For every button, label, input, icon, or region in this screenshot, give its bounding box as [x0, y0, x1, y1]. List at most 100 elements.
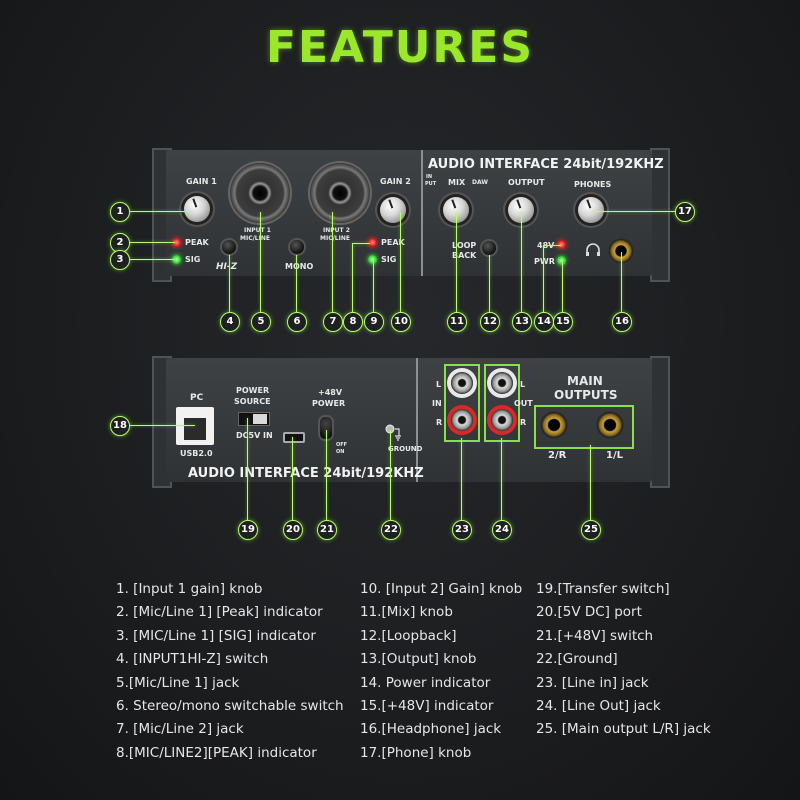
- callout-line-1: [127, 211, 192, 212]
- callout-line-4: [229, 255, 230, 312]
- line-out-r-jack[interactable]: [491, 409, 513, 431]
- line-out-label: OUT: [514, 399, 533, 408]
- callout-line-19: [247, 418, 248, 520]
- callout-16: 16: [612, 312, 632, 332]
- callout-12: 12: [480, 312, 500, 332]
- main-label: MAIN: [567, 374, 603, 388]
- callout-24: 24: [492, 520, 512, 540]
- usb-port[interactable]: [176, 407, 214, 445]
- main-out-right-jack[interactable]: [540, 411, 568, 439]
- pwr-led: [557, 256, 566, 265]
- callout-5: 5: [251, 312, 271, 332]
- line-in-l-jack[interactable]: [451, 372, 473, 394]
- legend-item: 24. [Line Out] jack: [536, 698, 661, 715]
- callout-line-14-h: [543, 245, 561, 246]
- line-out-l-jack[interactable]: [491, 372, 513, 394]
- input2-label: INPUT 2: [323, 227, 350, 234]
- mix-in-label: IN: [426, 174, 433, 180]
- callout-line-15: [562, 261, 563, 312]
- v48-led: [557, 240, 566, 249]
- ground-label: GROUND: [388, 445, 423, 453]
- line-in-l-label: L: [436, 380, 442, 389]
- callout-21: 21: [317, 520, 337, 540]
- legend-item: 3. [MIC/Line 1] [SIG] indicator: [116, 627, 316, 644]
- line-in-r-jack[interactable]: [451, 409, 473, 431]
- legend-item: 13.[Output] knob: [360, 651, 477, 668]
- source-label: SOURCE: [234, 397, 271, 406]
- callout-8: 8: [343, 312, 363, 332]
- power-source-switch[interactable]: [238, 412, 270, 426]
- loopback-button[interactable]: [482, 241, 496, 255]
- callout-line-22: [390, 430, 391, 520]
- callout-4: 4: [220, 312, 240, 332]
- input2-jack-hole: [328, 181, 352, 205]
- rear-divider: [416, 358, 418, 482]
- legend-item: 12.[Loopback]: [360, 627, 457, 644]
- dc5v-port[interactable]: [283, 432, 305, 443]
- legend-item: 4. [INPUT1HI-Z] switch: [116, 651, 269, 668]
- outputs-label: OUTPUTS: [554, 388, 618, 402]
- dc5v-label: DC5V IN: [236, 431, 273, 440]
- legend-item: 14. Power indicator: [360, 674, 491, 691]
- callout-line-16: [621, 252, 622, 312]
- callout-1: 1: [110, 202, 130, 222]
- headphone-icon: [586, 243, 600, 256]
- ground-icon: [385, 424, 401, 441]
- callout-line-13: [521, 212, 522, 312]
- phones-knob[interactable]: [578, 197, 604, 223]
- callout-18: 18: [110, 416, 130, 436]
- legend-item: 21.[+48V] switch: [536, 627, 654, 644]
- peak1-led: [172, 238, 181, 247]
- legend-item: 2. [Mic/Line 1] [Peak] indicator: [116, 604, 323, 621]
- legend-item: 5.[Mic/Line 1] jack: [116, 674, 240, 691]
- input2-combo-jack[interactable]: [310, 163, 370, 223]
- callout-line-18: [127, 425, 195, 426]
- loop-label: LOOP: [452, 241, 477, 250]
- legend-item: 20.[5V DC] port: [536, 604, 642, 621]
- callout-25: 25: [581, 520, 601, 540]
- legend-item: 8.[MIC/LINE2][PEAK] indicator: [116, 744, 317, 761]
- gain2-label: GAIN 2: [380, 177, 411, 186]
- mono-button[interactable]: [290, 240, 304, 254]
- usb-label: USB2.0: [180, 449, 213, 458]
- gain1-knob[interactable]: [184, 196, 210, 222]
- sig1-label: SIG: [185, 255, 201, 264]
- legend-column-3: 19.[Transfer switch] 20.[5V DC] port 21.…: [536, 578, 711, 742]
- callout-13: 13: [512, 312, 532, 332]
- hiz-button[interactable]: [222, 240, 236, 254]
- phantom-power-switch[interactable]: [320, 417, 332, 439]
- legend-item: 22.[Ground]: [536, 651, 618, 668]
- legend-item: 6. Stereo/mono switchable switch: [116, 698, 344, 715]
- callout-line-12: [489, 255, 490, 312]
- main-out-2r-label: 2/R: [548, 450, 567, 461]
- callout-3: 3: [110, 250, 130, 270]
- rear-brand: AUDIO INTERFACE 24bit/192KHZ: [188, 466, 424, 481]
- main-out-1l-label: 1/L: [606, 450, 623, 461]
- hiz-label: HI-Z: [216, 262, 238, 272]
- front-brand: AUDIO INTERFACE 24bit/192KHZ: [428, 157, 664, 172]
- peak2-led: [368, 238, 377, 247]
- callout-6: 6: [287, 312, 307, 332]
- callout-14: 14: [534, 312, 554, 332]
- legend-item: 16.[Headphone] jack: [360, 721, 502, 738]
- callout-11: 11: [447, 312, 467, 332]
- callout-22: 22: [381, 520, 401, 540]
- callout-line-2: [127, 242, 175, 243]
- legend-column-1: 1. [Input 1 gain] knob 2. [Mic/Line 1] […: [116, 578, 344, 765]
- pc-label: PC: [190, 393, 204, 403]
- legend-column-2: 10. [Input 2] Gain] knob 11.[Mix] knob 1…: [360, 578, 522, 765]
- peak2-label: PEAK: [381, 238, 405, 247]
- main-out-left-jack[interactable]: [596, 411, 624, 439]
- mono-label: MONO: [285, 262, 314, 271]
- front-divider: [421, 150, 423, 276]
- main-outputs-highlight: [534, 405, 634, 449]
- gain2-knob[interactable]: [380, 197, 406, 223]
- callout-7: 7: [323, 312, 343, 332]
- legend-item: 17.[Phone] knob: [360, 744, 472, 761]
- callout-line-8-v: [352, 243, 353, 312]
- callout-line-21: [326, 430, 327, 520]
- legend-item: 15.[+48V] indicator: [360, 698, 494, 715]
- callout-line-10: [400, 212, 401, 312]
- line-in-r-label: R: [436, 418, 443, 427]
- callout-17: 17: [675, 202, 695, 222]
